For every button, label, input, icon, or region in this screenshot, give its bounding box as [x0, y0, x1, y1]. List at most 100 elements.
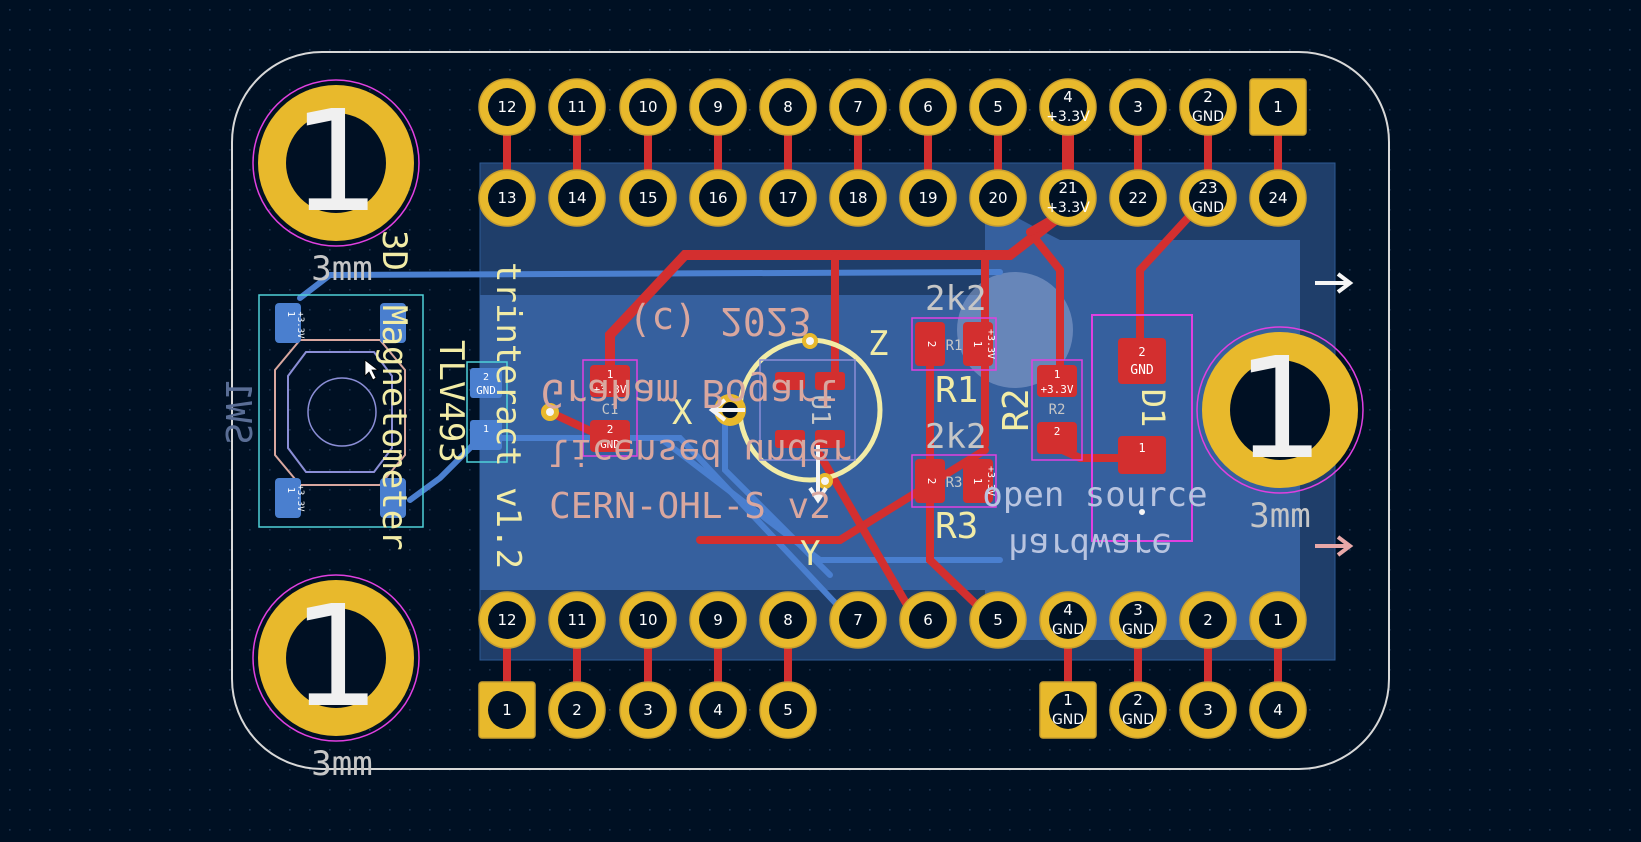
- pad-drill-hole: [1189, 88, 1227, 126]
- magnetometer-line2: Magnetometer: [374, 305, 414, 551]
- header-pad[interactable]: 12: [478, 591, 536, 649]
- sw1-pad-top-right[interactable]: [380, 303, 406, 343]
- pad-drill-hole: [1049, 691, 1087, 729]
- pad-drill-hole: [1259, 179, 1297, 217]
- header-pad[interactable]: 20: [969, 169, 1027, 227]
- pad-drill-hole: [699, 691, 737, 729]
- header-pad[interactable]: 14: [548, 169, 606, 227]
- pad-number: 9: [713, 98, 723, 116]
- header-pad[interactable]: 8: [759, 78, 817, 136]
- d1-footprint[interactable]: 2 GND 1 D1: [1091, 314, 1193, 542]
- header-pad[interactable]: 5: [759, 681, 817, 739]
- header-pad[interactable]: 1: [478, 681, 536, 739]
- sw1-footprint[interactable]: SW1: [217, 294, 424, 528]
- pad-drill-hole: [558, 179, 596, 217]
- header-pad[interactable]: 15: [619, 169, 677, 227]
- pad-drill-hole: [558, 601, 596, 639]
- pad-number: 13: [497, 189, 516, 207]
- header-pad[interactable]: 3: [1109, 78, 1167, 136]
- header-pad[interactable]: 3: [619, 681, 677, 739]
- header-pad[interactable]: 1: [1249, 591, 1307, 649]
- mounting-hole-label: 3mm: [1249, 496, 1310, 536]
- header-pad[interactable]: 18: [829, 169, 887, 227]
- header-pad[interactable]: 21+3.3V: [1039, 169, 1097, 227]
- board-title: trinteract v1.2: [488, 262, 528, 569]
- header-pad[interactable]: 13: [478, 169, 536, 227]
- sw1-pad-top-left[interactable]: 1 +3.3V: [275, 303, 305, 343]
- header-pad[interactable]: 17: [759, 169, 817, 227]
- c1-footprint[interactable]: 1 +3.3V 2 GND C1: [582, 359, 638, 457]
- pad-drill-hole: [488, 88, 526, 126]
- header-pad[interactable]: 22: [1109, 169, 1167, 227]
- mounting-hole-top-left[interactable]: 1: [252, 79, 420, 247]
- pad-drill-hole: [629, 691, 667, 729]
- header-pad[interactable]: 8: [759, 591, 817, 649]
- header-pad[interactable]: 19: [899, 169, 957, 227]
- pad-drill-hole: [1259, 691, 1297, 729]
- r2-footprint[interactable]: 1 +3.3V 2 R2: [1031, 359, 1083, 461]
- header-pad[interactable]: 1: [1249, 78, 1307, 136]
- pad-number: 15: [638, 189, 657, 207]
- axis-arrow-y: [808, 445, 828, 504]
- axis-arrow-x: [708, 398, 745, 422]
- header-pad[interactable]: 7: [829, 78, 887, 136]
- header-pad[interactable]: 2: [548, 681, 606, 739]
- tlv493-footprint[interactable]: 2 GND 1: [466, 361, 508, 463]
- header-pad[interactable]: 5: [969, 78, 1027, 136]
- pad-drill-hole: [839, 601, 877, 639]
- header-pad[interactable]: 11: [548, 78, 606, 136]
- pad-number: 5: [783, 701, 793, 719]
- header-pad[interactable]: 10: [619, 591, 677, 649]
- sw1-pad-bottom-left[interactable]: 1 +3.3V: [275, 478, 305, 518]
- header-pad[interactable]: 3: [1179, 681, 1237, 739]
- pad-number: 3: [1133, 601, 1143, 619]
- pad-number: 1: [285, 487, 296, 493]
- pad-number: 11: [567, 98, 586, 116]
- header-pad[interactable]: 9: [689, 78, 747, 136]
- u1-via-bottom-hole: [821, 477, 829, 485]
- header-pad[interactable]: 4: [1249, 681, 1307, 739]
- pad-number: 2: [1203, 611, 1213, 629]
- header-pad[interactable]: 5: [969, 591, 1027, 649]
- header-pad[interactable]: 6: [899, 591, 957, 649]
- header-pad[interactable]: 4: [689, 681, 747, 739]
- header-pad[interactable]: 9: [689, 591, 747, 649]
- oshw-line2: hardware: [1008, 525, 1172, 565]
- pad-net: GND: [1122, 712, 1154, 728]
- pad-number: 3: [643, 701, 653, 719]
- header-pad[interactable]: 7: [829, 591, 887, 649]
- tlv493-reference: TLV493: [431, 340, 471, 463]
- axis-label-x: X: [672, 393, 693, 433]
- pad-number: 11: [567, 611, 586, 629]
- r2-reference: R2: [996, 388, 1037, 431]
- pad-drill-hole: [909, 601, 947, 639]
- header-pad[interactable]: 12: [478, 78, 536, 136]
- header-pad[interactable]: 6: [899, 78, 957, 136]
- header-pad[interactable]: 2: [1179, 591, 1237, 649]
- pad-number: 8: [783, 98, 793, 116]
- header-pad[interactable]: 11: [548, 591, 606, 649]
- r3-footprint[interactable]: 2 1 +3.3V R3: [911, 454, 997, 508]
- sw1-pad-bottom-right[interactable]: [380, 478, 406, 518]
- pad-drill-hole: [909, 88, 947, 126]
- mounting-hole-right[interactable]: 1: [1196, 326, 1364, 494]
- r1-footprint[interactable]: 2 1 +3.3V R1: [911, 317, 997, 371]
- r3-reference: R3: [935, 506, 978, 547]
- pad-drill-hole: [699, 179, 737, 217]
- mouse-cursor-icon: [364, 359, 380, 381]
- header-pad[interactable]: 24: [1249, 169, 1307, 227]
- mounting-hole-bottom-left[interactable]: 1: [252, 574, 420, 742]
- header-pad[interactable]: 16: [689, 169, 747, 227]
- pad-number: 4: [713, 701, 723, 719]
- header-pad[interactable]: 10: [619, 78, 677, 136]
- header-pad[interactable]: 4+3.3V: [1039, 78, 1097, 136]
- pad-drill-hole: [979, 601, 1017, 639]
